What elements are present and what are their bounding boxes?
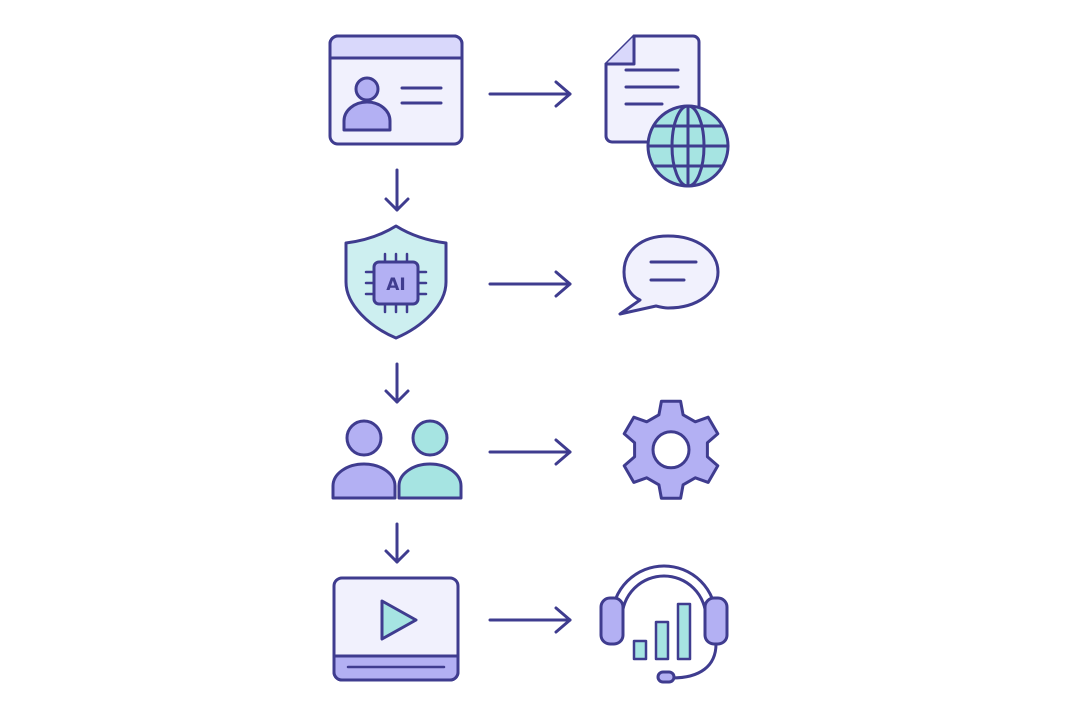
profile-card-icon (328, 34, 464, 146)
arrow-down (384, 522, 410, 564)
arrow-down (384, 362, 410, 404)
ai-shield-icon: AI (344, 224, 448, 340)
globe-icon (646, 104, 730, 188)
person-icon (397, 419, 463, 500)
chat-bubble-icon (618, 234, 720, 316)
arrow-right (488, 606, 572, 634)
headset-ear-left (599, 596, 625, 646)
person-icon (331, 419, 397, 500)
headset-analytics-icon (599, 564, 729, 684)
bar-chart-icon (632, 602, 692, 661)
arrow-right (488, 80, 572, 108)
chip-label: AI (386, 275, 405, 295)
arrow-down (384, 168, 410, 212)
document-globe-icon (604, 34, 730, 188)
headset-ear-right (703, 596, 729, 646)
gear-icon (622, 399, 720, 500)
video-player-icon (332, 576, 460, 682)
people-icon (331, 419, 463, 500)
play-icon (380, 599, 418, 641)
arrow-right (488, 270, 572, 298)
chip-icon (364, 252, 428, 314)
headset-mic (656, 670, 676, 684)
arrow-right (488, 438, 572, 466)
